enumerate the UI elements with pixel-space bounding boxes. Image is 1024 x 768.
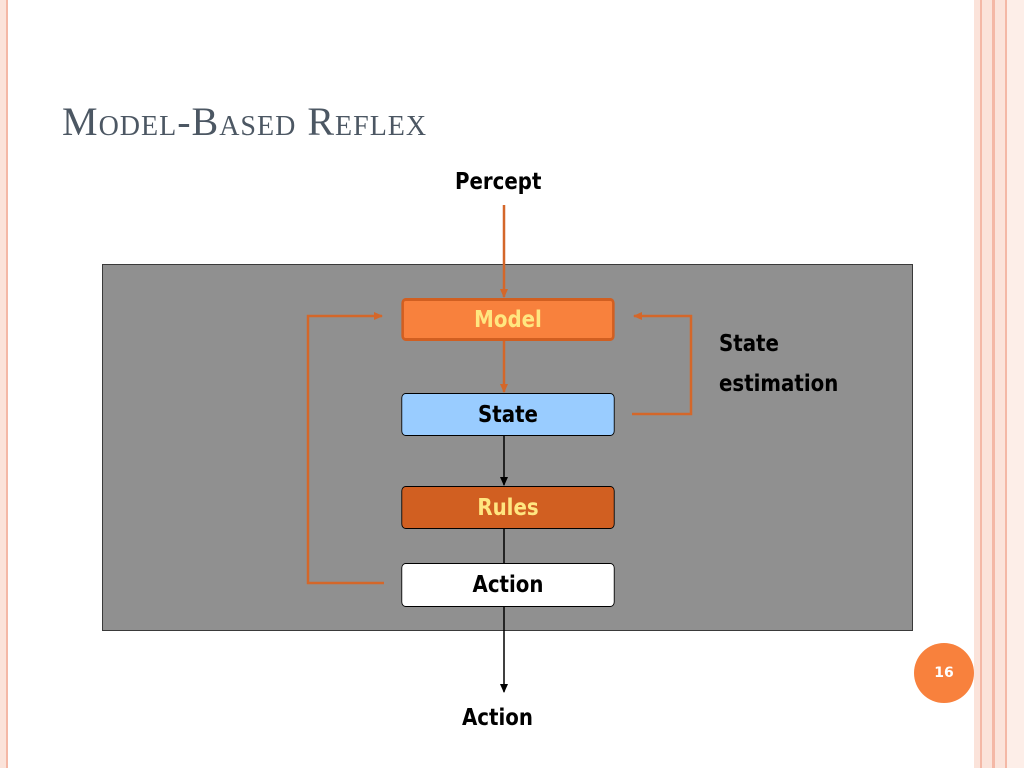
model-box-label: Model [474, 306, 542, 333]
action-feedback-loop-arrow [306, 312, 384, 585]
slide-title: Model-Based Reflex [62, 99, 428, 144]
rules-box: Rules [401, 486, 615, 529]
left-edge-line [6, 0, 8, 768]
action-output-label: Action [462, 705, 533, 731]
rules-box-label: Rules [477, 494, 539, 521]
percept-label: Percept [455, 169, 542, 195]
left-edge-decoration [0, 0, 6, 768]
right-stripe-decoration [974, 0, 1024, 768]
model-box: Model [401, 298, 615, 341]
state-estimation-label-line1: State [719, 331, 779, 357]
action-box-label: Action [472, 572, 544, 598]
state-box: State [401, 393, 615, 436]
action-box: Action [401, 563, 615, 607]
state-estimation-loop-arrow [632, 312, 693, 416]
page-number: 16 [934, 665, 954, 681]
state-estimation-label-line2: estimation [719, 371, 839, 397]
page-number-badge: 16 [914, 643, 974, 703]
state-box-label: State [478, 401, 538, 428]
